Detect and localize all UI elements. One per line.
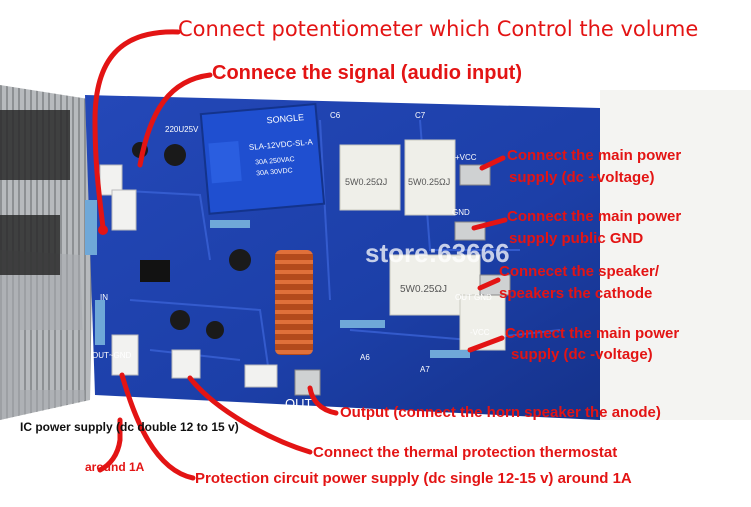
neg-supply-label-line1: Connect the main power <box>505 325 680 342</box>
silk-label: C6 <box>330 111 341 120</box>
pos-supply-label-line2: supply (dc +voltage) <box>509 169 655 186</box>
resistor-value-text: 5W0.25ΩJ <box>400 284 447 295</box>
around-1a-label: around 1A <box>85 460 145 474</box>
silk-label: OUT~GND <box>92 351 132 360</box>
neg-supply-label-line2: supply (dc -voltage) <box>511 346 653 363</box>
output-label: Output (connect the horn speaker the ano… <box>340 404 661 421</box>
silk-label: GND <box>452 208 470 217</box>
volume-pot-label: Connect potentiometer which Control the … <box>178 17 699 41</box>
resistor-value-text: 5W0.25ΩJ <box>408 177 450 187</box>
capacitor <box>132 142 251 339</box>
annotation-strokes <box>92 29 508 481</box>
silk-label: +VCC <box>455 153 477 162</box>
pos-supply-label-line1: Connect the main power <box>507 147 682 164</box>
relay-rating-text: 30A 250VAC <box>255 156 295 166</box>
watermark-text: store:63666 <box>365 238 510 268</box>
thermal-label: Connect the thermal protection thermosta… <box>313 444 618 461</box>
silk-label: A6 <box>360 353 370 362</box>
relay: SONGLE SLA-12VDC-SL-A 30A 250VAC 30A 30V… <box>199 103 326 215</box>
ic-chip <box>140 260 170 282</box>
silk-label: 220U25V <box>165 125 199 134</box>
silk-label: A7 <box>420 365 430 374</box>
annotation-dot <box>98 225 108 235</box>
protection-supply-label: Protection circuit power supply (dc sing… <box>195 470 632 487</box>
background-right <box>600 90 751 420</box>
relay-brand-text: SONGLE <box>266 112 304 125</box>
gnd-supply-label-line2: supply public GND <box>509 230 644 247</box>
ic-power-label: IC power supply (dc double 12 to 15 v) <box>20 420 239 434</box>
speaker-cathode-label-line1: Connecet the speaker/ <box>499 263 660 280</box>
speaker-cathode-label-line2: speakers the cathode <box>499 285 653 302</box>
resistor <box>85 200 470 358</box>
gnd-supply-label-line1: Connect the main power <box>507 208 682 225</box>
resistor-value-text: 5W0.25ΩJ <box>345 177 387 187</box>
silk-label: C7 <box>415 111 426 120</box>
white-connector <box>99 164 278 388</box>
signal-input-label: Connece the signal (audio input) <box>212 62 522 84</box>
silk-label: -VCC <box>470 328 490 337</box>
silk-label-out: OUT <box>285 396 313 411</box>
pcb-board <box>85 95 600 420</box>
inductor-coil <box>275 250 313 355</box>
heatsink <box>0 85 95 420</box>
silk-label: OUT GND <box>455 293 492 302</box>
relay-rating-text: 30A 30VDC <box>256 167 293 177</box>
cement-resistor: 5W0.25ΩJ <box>339 144 401 211</box>
silk-label: IN <box>100 293 108 302</box>
cement-resistor: 5W0.25ΩJ <box>404 139 456 216</box>
